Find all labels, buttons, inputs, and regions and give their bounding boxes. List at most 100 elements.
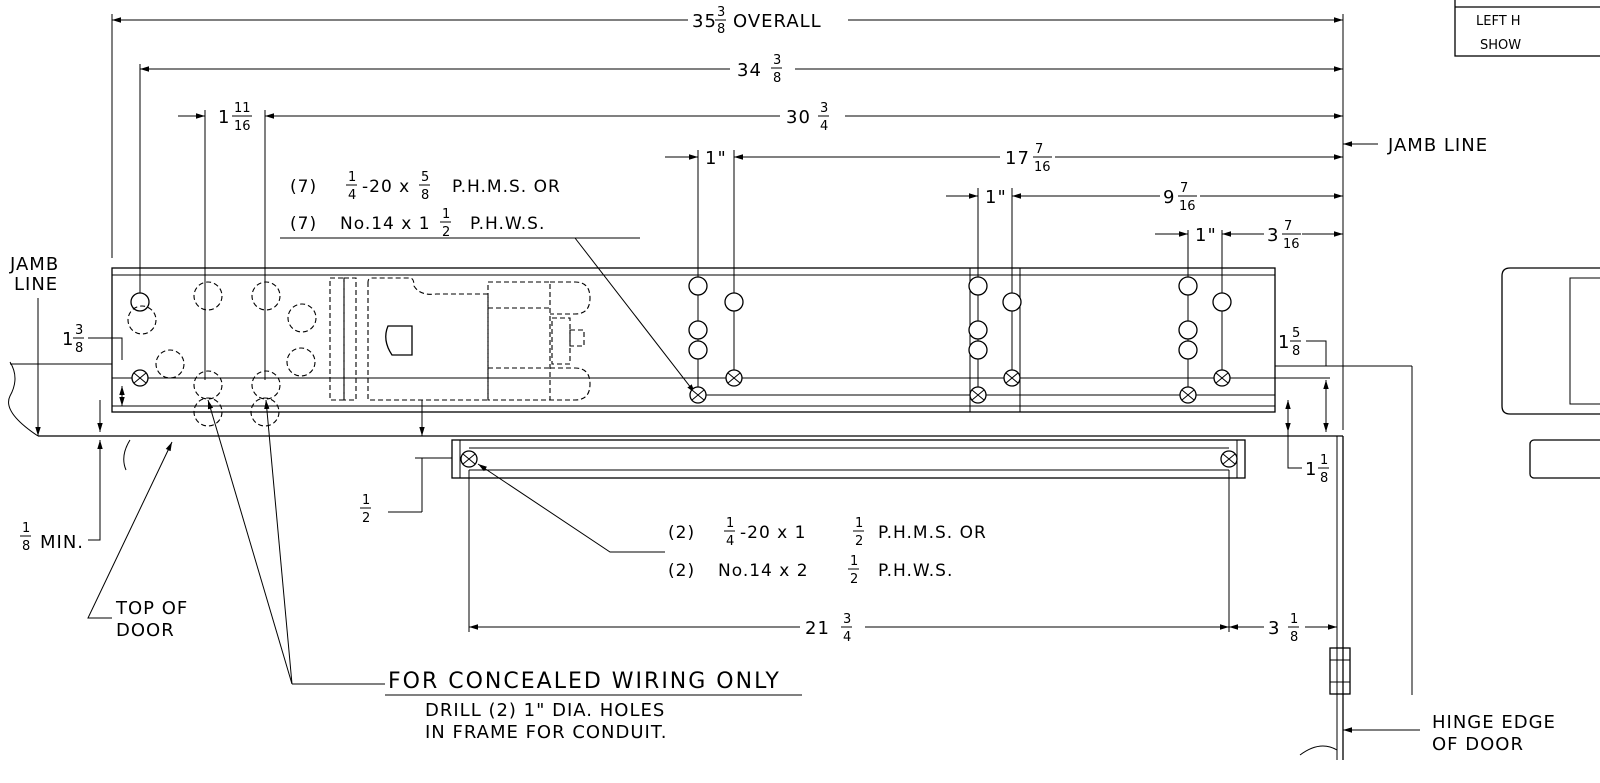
svg-text:7: 7 [1284, 219, 1292, 234]
svg-text:TOP OF: TOP OF [115, 598, 188, 619]
screw-icon [131, 369, 149, 387]
svg-text:8: 8 [421, 188, 429, 203]
screw-icon [1213, 369, 1231, 387]
svg-text:16: 16 [234, 119, 251, 134]
dim-1-2: 1 2 [360, 400, 452, 526]
wiring-line-2: IN FRAME FOR CONDUIT. [425, 722, 667, 743]
top-of-door-callout: TOP OF DOOR [87, 441, 188, 641]
svg-text:1": 1" [705, 148, 727, 169]
svg-text:1: 1 [362, 493, 370, 508]
title-block-row3: SHOW [1480, 38, 1521, 53]
svg-text:3: 3 [773, 53, 781, 68]
svg-text:5: 5 [421, 170, 429, 185]
svg-text:1: 1 [22, 521, 30, 536]
svg-text:8: 8 [1292, 344, 1300, 359]
svg-text:3: 3 [75, 323, 83, 338]
svg-text:1: 1 [1290, 612, 1298, 627]
screw-icon [1003, 369, 1021, 387]
dim-21-3-4: 21 3 4 [469, 612, 1229, 645]
svg-text:1: 1 [855, 516, 863, 531]
svg-text:7: 7 [1035, 142, 1043, 157]
svg-text:16: 16 [1283, 237, 1300, 252]
svg-text:1: 1 [62, 329, 74, 350]
svg-text:8: 8 [1290, 630, 1298, 645]
svg-text:HINGE EDGE: HINGE EDGE [1432, 712, 1556, 733]
door-outline [8, 361, 1413, 760]
svg-text:1: 1 [1278, 332, 1290, 353]
svg-text:4: 4 [726, 534, 734, 549]
svg-text:P.H.W.S.: P.H.W.S. [878, 561, 953, 581]
svg-text:3: 3 [843, 612, 851, 627]
wiring-title: FOR CONCEALED WIRING ONLY [388, 669, 781, 694]
svg-text:4: 4 [820, 119, 828, 134]
arm-screw-note: (2) 1 4 -20 x 1 1 2 P.H.M.S. OR (2) No.1… [477, 463, 987, 587]
dim-34-3-8: 34 3 8 [140, 53, 1343, 86]
arm-mounting-plate [451, 439, 1246, 479]
screw-heads [131, 369, 1231, 404]
svg-text:9: 9 [1163, 187, 1175, 208]
svg-text:2: 2 [442, 225, 450, 240]
svg-text:11: 11 [234, 101, 251, 116]
screw-icon [460, 450, 478, 468]
svg-text:-20 x 1: -20 x 1 [740, 523, 806, 543]
svg-text:8: 8 [22, 539, 30, 554]
svg-text:DOOR: DOOR [116, 620, 175, 641]
dim-overall-whole: 35 [692, 11, 717, 32]
svg-text:MIN.: MIN. [40, 532, 84, 553]
screw-icon [969, 386, 987, 404]
svg-text:1: 1 [348, 170, 356, 185]
frame-mounting-plate [111, 267, 1330, 413]
svg-text:2: 2 [850, 572, 858, 587]
svg-text:JAMB: JAMB [9, 254, 59, 275]
svg-text:16: 16 [1034, 160, 1051, 175]
dim-3-1-8: 3 1 8 [1229, 612, 1337, 645]
dim-17-7-16: 1" 17 7 16 [665, 142, 1343, 175]
hinge-edge-callout: HINGE EDGE OF DOOR [1343, 712, 1556, 755]
svg-text:OF DOOR: OF DOOR [1432, 734, 1524, 755]
svg-text:1: 1 [442, 207, 450, 222]
dim-overall-label: OVERALL [733, 11, 822, 32]
svg-text:3: 3 [820, 101, 828, 116]
dim-overall: 35 3 8 OVERALL [112, 5, 1343, 37]
svg-text:-20 x: -20 x [362, 177, 410, 197]
dim-1-11-16: 1 11 16 [178, 101, 295, 134]
svg-text:16: 16 [1179, 199, 1196, 214]
screw-icon [689, 386, 707, 404]
svg-text:(7): (7) [290, 214, 317, 234]
svg-text:P.H.W.S.: P.H.W.S. [470, 214, 545, 234]
svg-text:21: 21 [805, 618, 830, 639]
svg-text:1: 1 [1320, 453, 1328, 468]
screw-icon [1220, 450, 1238, 468]
concealed-wiring-note: FOR CONCEALED WIRING ONLY DRILL (2) 1" D… [207, 399, 802, 743]
title-block-row2: LEFT H [1476, 14, 1521, 29]
jamb-line-left-callout: JAMB LINE [9, 254, 59, 436]
screw-icon [725, 369, 743, 387]
svg-text:1: 1 [1305, 459, 1317, 480]
dim-1-8-min: 1 8 MIN. [20, 400, 103, 554]
dim-1-5-8: 1 5 8 [1278, 326, 1329, 432]
svg-text:8: 8 [773, 71, 781, 86]
svg-text:(2): (2) [668, 523, 695, 543]
jamb-line-right-callout: JAMB LINE [1343, 135, 1487, 156]
svg-text:1: 1 [218, 107, 230, 128]
frame-screw-note: (7) 1 4 -20 x 5 8 P.H.M.S. OR (7) No.14 … [280, 170, 696, 394]
svg-text:3: 3 [1268, 618, 1280, 639]
svg-text:8: 8 [717, 22, 725, 37]
svg-text:4: 4 [348, 188, 356, 203]
wiring-line-1: DRILL (2) 1" DIA. HOLES [425, 700, 665, 721]
svg-text:34: 34 [737, 60, 762, 81]
svg-text:3: 3 [717, 5, 725, 20]
svg-text:30: 30 [786, 107, 811, 128]
svg-text:17: 17 [1005, 148, 1030, 169]
svg-text:P.H.M.S. OR: P.H.M.S. OR [878, 523, 987, 543]
svg-text:No.14 x 1: No.14 x 1 [340, 214, 431, 234]
title-block: LEFT H SHOW [1454, 0, 1600, 57]
side-detail [1501, 267, 1600, 479]
dim-1-1-8: 1 1 8 [1285, 400, 1329, 486]
svg-text:2: 2 [855, 534, 863, 549]
svg-text:1": 1" [985, 187, 1007, 208]
svg-text:(7): (7) [290, 177, 317, 197]
svg-text:5: 5 [1292, 326, 1300, 341]
dim-9-7-16: 1" 9 7 16 [946, 181, 1343, 214]
